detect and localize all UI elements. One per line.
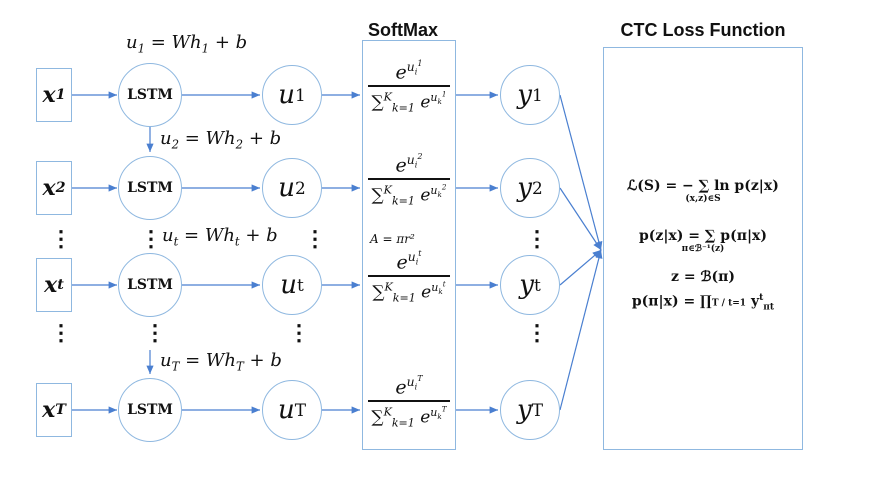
ctc-pzx-formula: p(z|x) = ∑ p(π|x)π∈ℬ⁻¹(z) <box>638 228 768 254</box>
ellipsis-x-lower: ⋮ <box>50 320 72 346</box>
ellipsis-y-lower: ⋮ <box>526 320 548 346</box>
lstm-node-0: LSTM <box>118 63 182 127</box>
stray-equation: A = πr² <box>370 232 415 246</box>
softmax-fraction-0: eui1 ∑Kk=1 euk1 <box>362 59 456 115</box>
ctc-loss-formula: ℒ(S) = − ∑ ln p(z|x)(x,z)∈S <box>627 178 779 204</box>
ctc-box <box>603 47 803 450</box>
ellipsis-y-upper: ⋮ <box>526 226 548 252</box>
ellipsis-lstm-lower: ⋮ <box>144 320 166 346</box>
lstm-node-3: LSTM <box>118 378 182 442</box>
ellipsis-x-upper: ⋮ <box>50 226 72 252</box>
equation-uT: uT = WhT + b <box>160 350 282 374</box>
softmax-fraction-1: eui2 ∑Kk=1 euk2 <box>362 152 456 208</box>
softmax-fraction-3: euiT ∑Kk=1 eukT <box>362 374 456 430</box>
ellipsis-u-lower: ⋮ <box>288 320 310 346</box>
ctc-z-formula: z = ℬ(π) <box>671 269 735 285</box>
softmax-fraction-2: euit ∑Kk=1 eukt <box>362 249 456 305</box>
lstm-node-1: LSTM <box>118 156 182 220</box>
softmax-title: SoftMax <box>368 20 439 40</box>
ctc-title: CTC Loss Function <box>620 20 786 40</box>
equation-u2: u2 = Wh2 + b <box>160 128 282 152</box>
ctc-ppix-formula: p(π|x) = ∏T / t=1 ytπt <box>631 292 775 313</box>
ellipsis-lstm-upper: ⋮ <box>140 226 162 252</box>
softmax-box <box>362 40 456 450</box>
equation-ut: ut = Wht + b <box>162 225 278 249</box>
equation-u1: u1 = Wh1 + b <box>126 32 248 56</box>
lstm-node-2: LSTM <box>118 253 182 317</box>
ellipsis-u-upper: ⋮ <box>304 226 326 252</box>
